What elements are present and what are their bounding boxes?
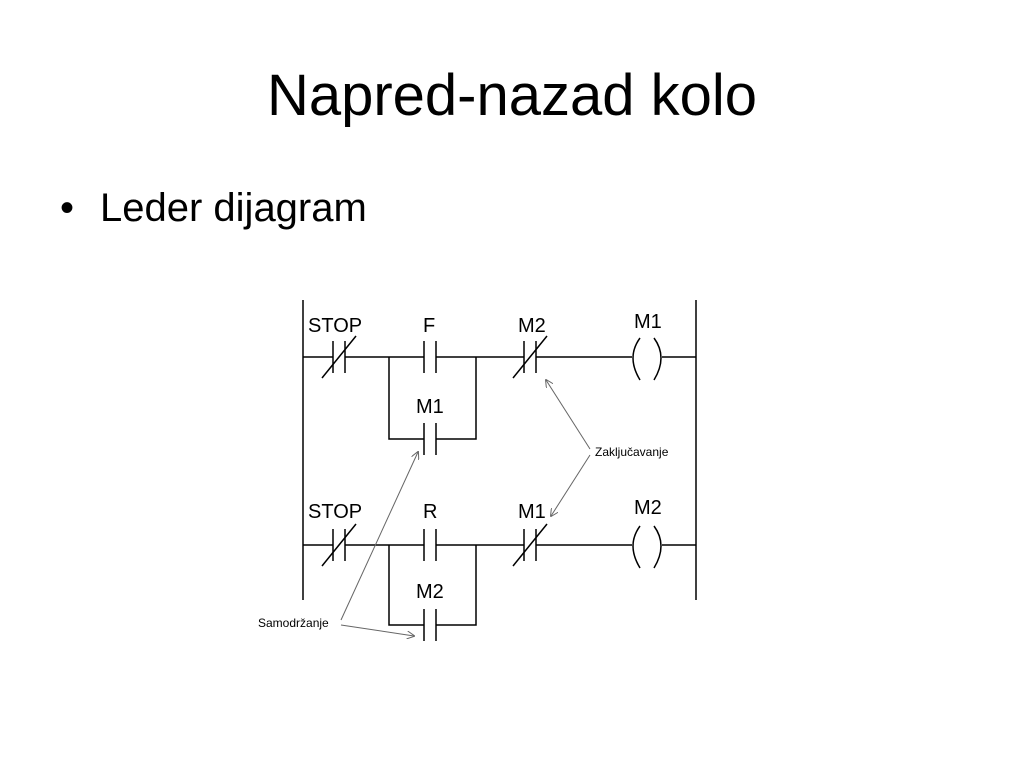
self-hold-note: Samodržanje [258, 616, 329, 630]
m1-nc-interlock-contact [512, 523, 548, 567]
bullet-item: • Leder dijagram [60, 183, 367, 233]
reverse-label: R [423, 501, 437, 523]
reverse-no-contact [423, 529, 437, 561]
m2-coil-label: M2 [634, 497, 662, 519]
stop-label-2: STOP [308, 501, 362, 523]
stop-nc-contact-1 [321, 335, 357, 379]
stop-label-1: STOP [308, 315, 362, 337]
slide-title: Napred-nazad kolo [266, 63, 758, 128]
m2-holding-contact [423, 609, 437, 641]
bullet-list: • Leder dijagram [60, 183, 367, 233]
m2-nc-interlock-contact [512, 335, 548, 379]
forward-label: F [423, 315, 435, 337]
stop-nc-contact-2 [321, 523, 357, 567]
m1-holding-label: M1 [416, 396, 444, 418]
m2-coil [632, 525, 662, 569]
m1-coil-label: M1 [634, 311, 662, 333]
rung-1: STOP F M2 M1 [303, 311, 696, 455]
bullet-marker: • [60, 186, 75, 230]
interlock-annotation: Zaključavanje [546, 380, 669, 516]
self-hold-annotation: Samodržanje [258, 452, 418, 636]
m1-coil [632, 337, 662, 381]
m1-interlock-label: M1 [518, 501, 546, 523]
m1-holding-contact [423, 423, 437, 455]
bullet-text: Leder dijagram [100, 186, 367, 230]
rung-2: STOP R M1 M2 [303, 497, 696, 641]
interlock-note: Zaključavanje [595, 445, 669, 459]
forward-no-contact [423, 341, 437, 373]
m2-interlock-label: M2 [518, 315, 546, 337]
m2-holding-label: M2 [416, 581, 444, 603]
